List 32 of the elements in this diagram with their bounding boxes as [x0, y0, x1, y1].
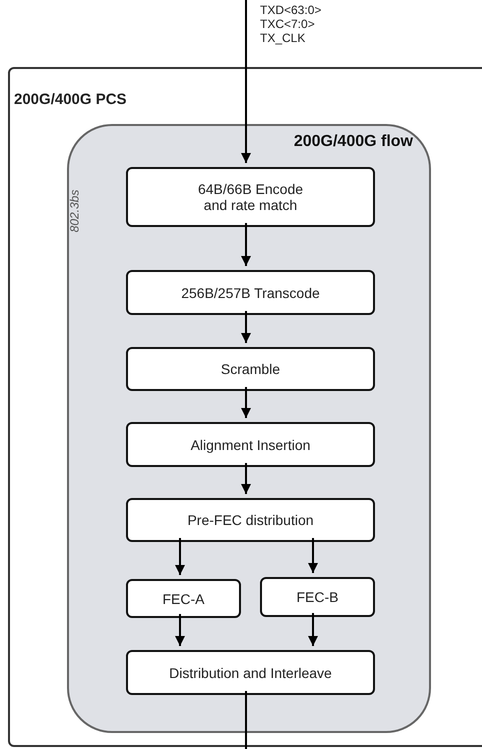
panel-title: 200G/400G flow — [294, 133, 413, 151]
standard-label: 802.3bs — [67, 190, 82, 232]
connector-line — [245, 691, 247, 749]
process-box — [126, 650, 375, 695]
arrow — [175, 614, 185, 646]
process-box — [126, 422, 375, 467]
arrow — [308, 613, 318, 646]
process-box — [126, 498, 375, 542]
step-label: 64B/66B Encode and rate match — [196, 181, 304, 213]
step-label: FEC-A — [162, 590, 204, 606]
step-label: Distribution and Interleave — [169, 664, 332, 680]
process-box — [126, 347, 375, 391]
arrow — [241, 463, 251, 494]
arrow — [241, 223, 251, 266]
arrow — [308, 538, 318, 573]
step-label: Alignment Insertion — [190, 436, 310, 452]
step-label: Pre-FEC distribution — [187, 512, 314, 528]
arrow — [241, 387, 251, 418]
pcs-block — [8, 67, 482, 747]
block-title: 200G/400G PCS — [14, 91, 127, 108]
process-box — [126, 270, 375, 315]
arrow — [175, 538, 185, 575]
arrow — [241, 311, 251, 343]
arrow — [241, 0, 251, 163]
process-box — [260, 577, 375, 617]
step-label: 256B/257B Transcode — [181, 284, 320, 300]
flow-panel — [67, 124, 431, 733]
signal-label: TXD<63:0> TXC<7:0> TX_CLK — [260, 3, 322, 45]
step-label: FEC-B — [296, 589, 338, 605]
step-label: Scramble — [220, 361, 280, 377]
process-box — [126, 579, 241, 618]
process-box — [126, 167, 375, 227]
